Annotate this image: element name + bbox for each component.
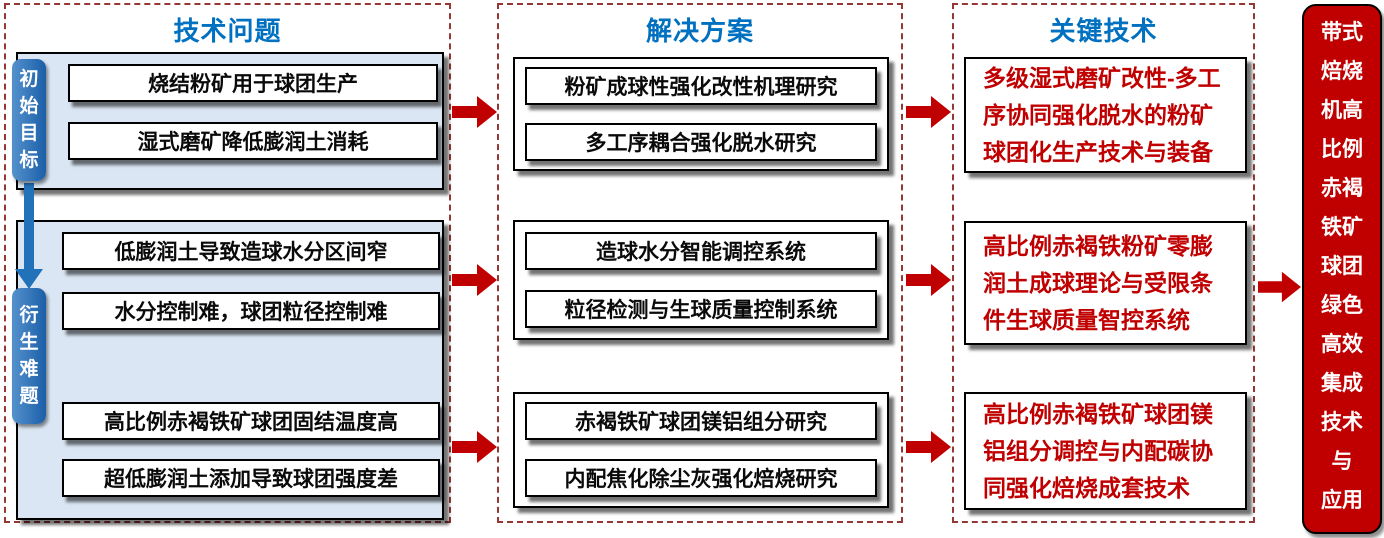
solution-group-2: 造球水分智能调控系统 粒径检测与生球质量控制系统 <box>513 220 889 340</box>
derived-problems-tab: 衍 生 难 题 <box>12 288 46 424</box>
solutions-title: 解决方案 <box>645 16 754 46</box>
solution-item: 粒径检测与生球质量控制系统 <box>525 290 877 328</box>
technologies-title: 关键技术 <box>1049 16 1158 46</box>
initial-goal-group: 烧结粉矿用于球团生产 湿式磨矿降低膨润土消耗 <box>16 52 444 190</box>
solution-item: 粉矿成球性强化改性机理研究 <box>525 67 877 105</box>
right-arrow-icon <box>452 264 497 296</box>
right-arrow-icon <box>906 264 951 296</box>
problem-item: 湿式磨矿降低膨润土消耗 <box>68 122 438 160</box>
problem-item: 烧结粉矿用于球团生产 <box>68 64 438 102</box>
result-box: 带式 焙烧 机高 比例 赤褐 铁矿 球团 绿色 高效 集成 技术 与 应用 <box>1302 4 1382 534</box>
technology-item: 多级湿式磨矿改性-多工序协同强化脱水的粉矿球团化生产技术与装备 <box>964 57 1247 173</box>
derived-problems-group: 低膨润土导致造球水分区间窄 水分控制难，球团粒径控制难 高比例赤褐铁矿球团固结温… <box>16 220 444 520</box>
solution-item: 多工序耦合强化脱水研究 <box>525 123 877 161</box>
technology-item: 高比例赤褐铁矿球团镁铝组分调控与内配碳协同强化焙烧成套技术 <box>964 392 1247 510</box>
right-arrow-icon <box>452 431 497 463</box>
result-text: 带式 焙烧 机高 比例 赤褐 铁矿 球团 绿色 高效 集成 技术 与 应用 <box>1321 21 1363 512</box>
solution-group-3: 赤褐铁矿球团镁铝组分研究 内配焦化除尘灰强化焙烧研究 <box>513 392 889 508</box>
solutions-column: 解决方案 粉矿成球性强化改性机理研究 多工序耦合强化脱水研究 造球水分智能调控系… <box>497 3 903 523</box>
initial-goal-tab: 初 始 目 标 <box>12 59 46 181</box>
right-arrow-icon <box>1258 271 1301 303</box>
solution-item: 内配焦化除尘灰强化焙烧研究 <box>525 459 877 497</box>
technologies-column: 关键技术 多级湿式磨矿改性-多工序协同强化脱水的粉矿球团化生产技术与装备 高比例… <box>952 3 1255 523</box>
down-arrow-icon <box>15 183 43 289</box>
solution-group-1: 粉矿成球性强化改性机理研究 多工序耦合强化脱水研究 <box>513 57 889 171</box>
problems-title: 技术问题 <box>173 16 282 46</box>
problem-item: 高比例赤褐铁矿球团固结温度高 <box>62 402 440 440</box>
problems-column: 技术问题 烧结粉矿用于球团生产 湿式磨矿降低膨润土消耗 低膨润土导致造球水分区间… <box>4 3 451 523</box>
right-arrow-icon <box>452 96 497 128</box>
solution-item: 赤褐铁矿球团镁铝组分研究 <box>525 402 877 440</box>
problem-item: 低膨润土导致造球水分区间窄 <box>62 232 440 270</box>
problem-item: 超低膨润土添加导致球团强度差 <box>62 459 440 497</box>
right-arrow-icon <box>906 96 951 128</box>
problem-item: 水分控制难，球团粒径控制难 <box>62 292 440 330</box>
technology-item: 高比例赤褐铁粉矿零膨润土成球理论与受限条件生球质量智控系统 <box>964 221 1247 345</box>
solution-item: 造球水分智能调控系统 <box>525 232 877 270</box>
right-arrow-icon <box>906 431 951 463</box>
